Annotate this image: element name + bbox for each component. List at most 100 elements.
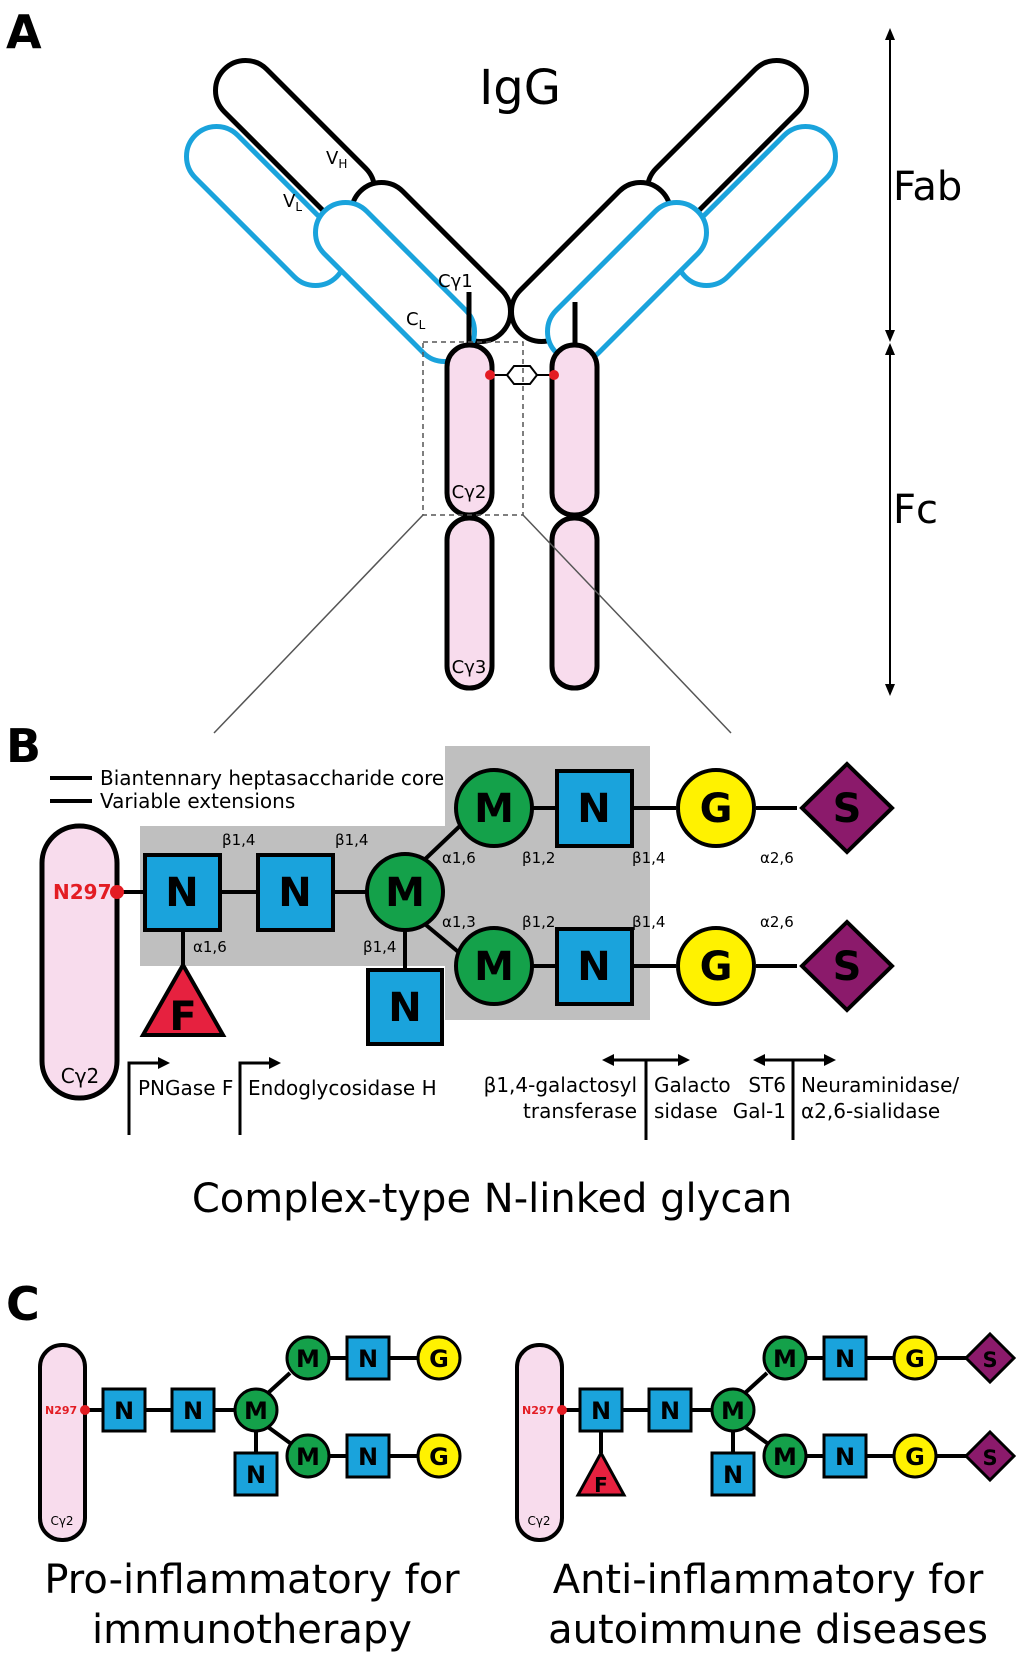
upper-mannose: M	[454, 768, 534, 848]
lower-glcnac: N	[555, 927, 634, 1006]
panel-c-letter: C	[6, 1277, 40, 1331]
sialyltransferase-arrow	[753, 1054, 836, 1140]
glcnac-c-right-bisect: N	[710, 1451, 756, 1497]
right-fab-arm	[509, 58, 838, 364]
upper-glcnac: N	[555, 769, 634, 848]
svg-text:S: S	[833, 944, 862, 990]
glcnac-c-left-lower: N	[345, 1433, 391, 1479]
cg2-domain-right	[549, 342, 600, 518]
cg3-domain	[444, 515, 495, 691]
sialic-c-right-upper: S	[963, 1331, 1017, 1385]
vl-label: VL	[283, 191, 302, 214]
cg3-domain-right	[549, 515, 600, 691]
linkage-lower-g-s: α2,6	[760, 913, 794, 931]
bisecting-glcnac: N	[366, 968, 444, 1046]
legend-core-label: Biantennary heptasaccharide core	[100, 766, 444, 790]
anti-inflammatory-caption-1: Anti-inflammatory for	[553, 1557, 984, 1603]
svg-text:N: N	[358, 1443, 378, 1471]
glcnac-c-left-1: N	[101, 1387, 147, 1433]
svg-text:M: M	[385, 870, 425, 916]
svg-text:F: F	[594, 1473, 608, 1497]
fab-label: Fab	[893, 164, 962, 210]
svg-text:M: M	[474, 786, 514, 832]
linkage-upper-n-g: β1,4	[632, 849, 665, 867]
anti-inflammatory-caption-2: autoimmune diseases	[548, 1607, 988, 1653]
zoom-line-right	[522, 514, 732, 734]
legend-variable-label: Variable extensions	[100, 789, 295, 813]
fc-region-arrow	[885, 343, 895, 696]
cg1-label: Cγ1	[438, 271, 473, 292]
n297-label-c-right: N297	[522, 1404, 554, 1417]
glcnac-2: N	[256, 853, 335, 932]
linkage-fucose: α1,6	[193, 938, 227, 956]
svg-text:S: S	[982, 1446, 997, 1470]
panel-b-letter: B	[6, 719, 41, 773]
svg-text:N: N	[246, 1461, 266, 1489]
upper-galactose: G	[676, 768, 756, 848]
cg2-label-c-right: Cγ2	[527, 1514, 550, 1528]
svg-text:S: S	[833, 786, 862, 832]
svg-text:N: N	[278, 870, 311, 916]
n297-label-c-left: N297	[45, 1404, 77, 1417]
mannose-c-left-lower: M	[285, 1433, 331, 1479]
galactose-c-left-lower: G	[416, 1433, 462, 1479]
svg-text:M: M	[773, 1443, 797, 1471]
anti-inflammatory-glycan: N297 Cγ2 N F N M N M	[515, 1331, 1017, 1542]
lower-galactose: G	[676, 926, 756, 1006]
mannose-c-right-lower: M	[762, 1433, 808, 1479]
svg-text:G: G	[905, 1443, 925, 1471]
pro-inflammatory-glycan: N297 Cγ2 N N M N M N G M N	[38, 1335, 462, 1542]
linkage-upper-g-s: α2,6	[760, 849, 794, 867]
cg2-domain-c-left	[38, 1343, 87, 1542]
vl-domain-right	[674, 124, 838, 288]
svg-text:S: S	[982, 1348, 997, 1372]
svg-text:N: N	[660, 1397, 680, 1425]
glcnac-c-right-2: N	[647, 1387, 693, 1433]
svg-text:N: N	[723, 1461, 743, 1489]
svg-text:N: N	[165, 870, 198, 916]
panel-c: C N297 Cγ2 N N M N M N	[6, 1277, 1017, 1653]
glcnac-c-right-lower: N	[822, 1433, 868, 1479]
svg-text:N: N	[577, 786, 610, 832]
svg-text:M: M	[296, 1443, 320, 1471]
galactosyltransferase-arrow	[602, 1054, 690, 1140]
cl-label: CL	[406, 309, 426, 332]
n297-attachment-dot	[110, 885, 124, 899]
fucose-c-right: F	[575, 1449, 627, 1497]
core-fucose: F	[139, 960, 227, 1040]
cg2-label-c-left: Cγ2	[50, 1514, 73, 1528]
fab-region-arrow	[885, 28, 895, 342]
svg-text:N: N	[358, 1345, 378, 1373]
linkage-lower-m-n: β1,2	[522, 913, 555, 931]
linkage-m-lower: α1,3	[442, 913, 476, 931]
endoh-arrow	[238, 1057, 281, 1135]
endoh-label: Endoglycosidase H	[248, 1076, 437, 1100]
panel-b-caption: Complex-type N-linked glycan	[192, 1176, 792, 1222]
linkage-n1-n2: β1,4	[222, 831, 255, 849]
cg2-domain-b	[39, 823, 120, 1101]
linkage-lower-n-g: β1,4	[632, 913, 665, 931]
linkage-bisect: β1,4	[363, 938, 396, 956]
svg-text:N: N	[591, 1397, 611, 1425]
galactosidase-label-2: sidase	[654, 1099, 718, 1123]
svg-text:M: M	[244, 1397, 268, 1425]
galt-label-1: β1,4-galactosyl	[484, 1073, 637, 1097]
svg-text:N: N	[388, 985, 421, 1031]
neuraminidase-label-2: α2,6-sialidase	[801, 1099, 940, 1123]
svg-text:G: G	[905, 1345, 925, 1373]
svg-text:G: G	[700, 786, 733, 832]
mannose-c-left-upper: M	[285, 1335, 331, 1381]
svg-text:N: N	[835, 1443, 855, 1471]
upper-sialic-acid: S	[799, 761, 895, 855]
st6-label-1: ST6	[748, 1073, 786, 1097]
svg-text:M: M	[296, 1345, 320, 1373]
neuraminidase-label-1: Neuraminidase/	[801, 1073, 959, 1097]
zoom-box	[422, 341, 524, 516]
cg3-label: Cγ3	[452, 657, 487, 678]
vh-label: VH	[326, 148, 347, 171]
glcnac-c-right-1: N	[578, 1387, 624, 1433]
svg-text:G: G	[429, 1443, 449, 1471]
pro-inflammatory-caption-1: Pro-inflammatory for	[44, 1557, 460, 1603]
svg-text:N: N	[114, 1397, 134, 1425]
